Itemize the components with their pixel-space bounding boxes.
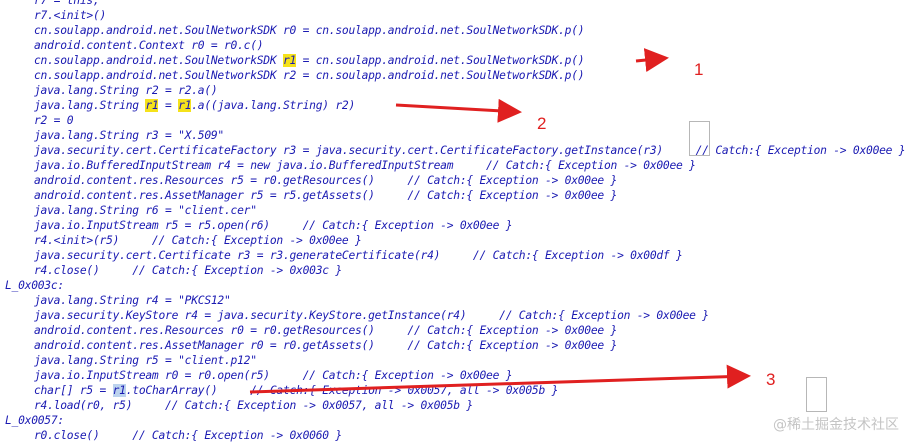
code-text: r4.close() // Catch:{ Exception -> 0x003… [34,264,342,277]
code-line: cn.soulapp.android.net.SoulNetworkSDK r2… [0,68,913,83]
highlighted-variable: r1 [145,99,159,112]
arrow-3 [249,364,751,394]
code-text: r4.load(r0, r5) // Catch:{ Exception -> … [34,399,473,412]
code-line: r7 = this; [0,0,913,8]
watermark: @稀土掘金技术社区 [773,417,899,433]
code-text: cn.soulapp.android.net.SoulNetworkSDK r0… [34,24,585,37]
code-line: android.content.res.AssetManager r5 = r5… [0,188,913,203]
code-text: char[] r5 = [34,384,113,397]
code-text: android.content.res.Resources r0 = r0.ge… [34,324,618,337]
code-text: android.content.Context r0 = r0.c() [34,39,264,52]
code-line: java.security.cert.Certificate r3 = r3.g… [0,248,913,263]
code-line: r0.close() // Catch:{ Exception -> 0x006… [0,428,913,443]
code-line: r4.<init>(r5) // Catch:{ Exception -> 0x… [0,233,913,248]
highlighted-variable: r1 [282,54,297,67]
code-text: java.security.KeyStore r4 = java.securit… [34,309,709,322]
code-line: r7.<init>() [0,8,913,23]
annotation-label-1: 1 [694,60,704,79]
code-text: java.lang.String [34,99,146,112]
code-text: r7.<init>() [34,9,107,22]
code-text: java.lang.String r3 = "X.509" [34,129,224,142]
code-text: = [158,99,179,112]
code-text: r2 = 0 [34,114,74,127]
code-text: android.content.res.Resources r5 = r0.ge… [34,174,618,187]
code-line: cn.soulapp.android.net.SoulNetworkSDK r1… [0,53,913,68]
code-line: android.content.res.Resources r5 = r0.ge… [0,173,913,188]
code-line: android.content.res.Resources r0 = r0.ge… [0,323,913,338]
code-text: java.lang.String r6 = "client.cer" [34,204,257,217]
placeholder-box [689,121,710,156]
code-line: java.lang.String r2 = r2.a() [0,83,913,98]
placeholder-box [806,377,827,412]
code-line: java.security.cert.CertificateFactory r3… [0,143,913,158]
code-label-line: L_0x0057: [0,413,913,428]
code-line: java.lang.String r5 = "client.p12" [0,353,913,368]
code-line: java.lang.String r4 = "PKCS12" [0,293,913,308]
code-text: java.lang.String r4 = "PKCS12" [34,294,231,307]
code-text: r7 = this; [34,0,100,7]
code-line: java.lang.String r6 = "client.cer" [0,203,913,218]
code-text: r0.close() // Catch:{ Exception -> 0x006… [34,429,342,442]
code-line: java.io.InputStream r5 = r5.open(r6) // … [0,218,913,233]
code-text: java.security.cert.CertificateFactory r3… [34,144,906,157]
code-text: java.io.InputStream r0 = r0.open(r5) // … [34,369,513,382]
code-line: r4.load(r0, r5) // Catch:{ Exception -> … [0,398,913,413]
code-line: r2 = 0 [0,113,913,128]
code-line: android.content.res.AssetManager r0 = r0… [0,338,913,353]
code-text: r4.<init>(r5) // Catch:{ Exception -> 0x… [34,234,362,247]
code-line: java.io.InputStream r0 = r0.open(r5) // … [0,368,913,383]
code-text: L_0x0057: [5,414,64,427]
code-text: .a((java.lang.String) r2) [191,99,356,112]
code-text: = cn.soulapp.android.net.SoulNetworkSDK.… [296,54,585,67]
code-text: java.io.BufferedInputStream r4 = new jav… [34,159,696,172]
code-line: java.lang.String r3 = "X.509" [0,128,913,143]
code-line: java.security.KeyStore r4 = java.securit… [0,308,913,323]
arrow-2 [395,98,522,123]
code-label-line: L_0x003c: [0,278,913,293]
code-text: android.content.res.AssetManager r0 = r0… [34,339,618,352]
arrow-1 [635,48,669,73]
annotation-label-3: 3 [766,370,776,389]
code-text: java.lang.String r5 = "client.p12" [34,354,257,367]
code-text: java.io.InputStream r5 = r5.open(r6) // … [34,219,513,232]
annotation-label-2: 2 [537,114,547,133]
highlighted-variable: r1 [178,99,192,112]
code-text: java.security.cert.Certificate r3 = r3.g… [34,249,683,262]
code-line: cn.soulapp.android.net.SoulNetworkSDK r0… [0,23,913,38]
selected-variable: r1 [112,384,126,397]
code-text: java.lang.String r2 = r2.a() [34,84,218,97]
code-line: r4.close() // Catch:{ Exception -> 0x003… [0,263,913,278]
code-text: cn.soulapp.android.net.SoulNetworkSDK [34,54,283,67]
code-line: java.lang.String r1 = r1.a((java.lang.St… [0,98,913,113]
code-line: android.content.Context r0 = r0.c() [0,38,913,53]
code-line: java.io.BufferedInputStream r4 = new jav… [0,158,913,173]
code-text: L_0x003c: [5,279,64,292]
code-text: cn.soulapp.android.net.SoulNetworkSDK r2… [34,69,585,82]
code-text: android.content.res.AssetManager r5 = r5… [34,189,618,202]
